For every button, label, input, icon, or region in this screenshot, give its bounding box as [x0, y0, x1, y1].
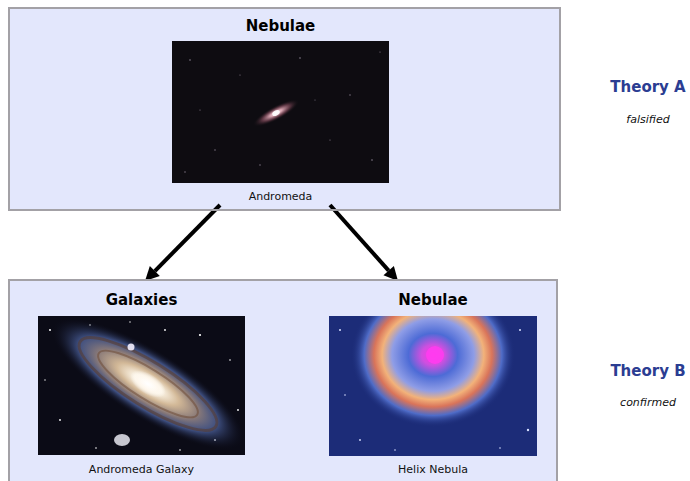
- theory-label: Theory A: [598, 78, 690, 96]
- band-fill: [8, 279, 558, 481]
- image-caption: Andromeda Galaxy: [30, 463, 253, 477]
- andromeda-photo: [172, 41, 389, 183]
- image-caption: Andromeda: [160, 190, 401, 204]
- image-panel: NebulaeHelix Nebula: [321, 281, 545, 481]
- panel-heading: Nebulae: [160, 17, 401, 35]
- image-panel: GalaxiesAndromeda Galaxy: [30, 281, 253, 481]
- panel-heading: Galaxies: [30, 291, 253, 309]
- band-fill: [8, 7, 561, 211]
- image-panel: NebulaeAndromeda: [160, 14, 401, 205]
- theory-band: Theory AfalsifiedNebulaeAndromeda: [8, 7, 561, 211]
- helix-nebula-photo: [329, 316, 537, 456]
- panel-heading: Nebulae: [321, 291, 545, 309]
- andromeda-galaxy-photo: [38, 316, 245, 455]
- theory-label: Theory B: [598, 362, 690, 380]
- theory-band: Theory BconfirmedGalaxiesAndromeda Galax…: [8, 279, 558, 481]
- arrow-connector: [145, 205, 220, 281]
- arrow-connector: [330, 205, 398, 281]
- verdict-label: falsified: [598, 113, 690, 127]
- verdict-label: confirmed: [598, 396, 690, 410]
- connector-line: [155, 205, 220, 271]
- image-caption: Helix Nebula: [321, 463, 545, 477]
- connector-line: [330, 205, 389, 271]
